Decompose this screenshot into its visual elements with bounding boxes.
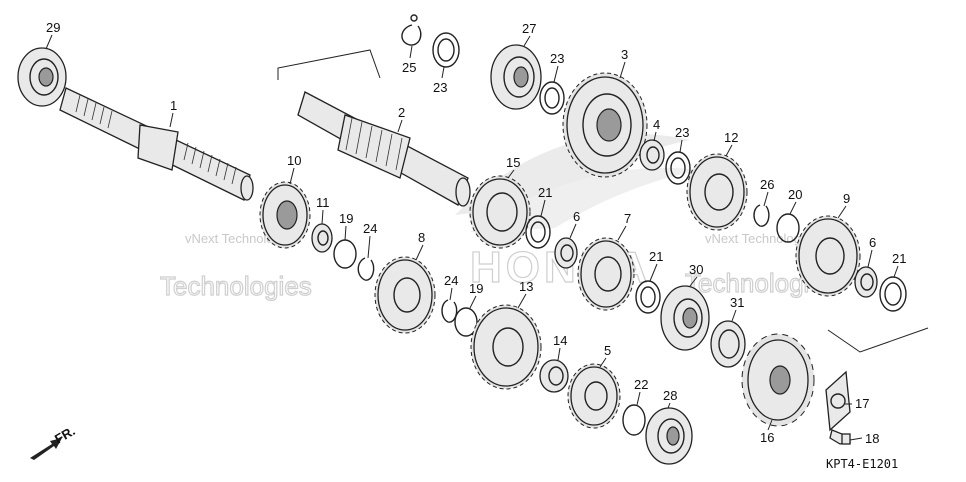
- washer-23-b-inner: [544, 87, 560, 109]
- label-17: 17: [855, 396, 869, 411]
- label-21-c: 21: [892, 251, 906, 266]
- label-10: 10: [287, 153, 301, 168]
- seal-31: [710, 320, 746, 368]
- label-31: 31: [730, 295, 744, 310]
- gear-10: [259, 181, 311, 249]
- circlip-24-mid: [441, 299, 458, 323]
- bushing-11: [311, 223, 333, 253]
- label-12: 12: [724, 130, 738, 145]
- washer-23-c: [665, 151, 691, 185]
- label-25: 25: [402, 60, 416, 75]
- washer-19-left: [333, 239, 357, 269]
- bracket-line-right: [827, 327, 929, 353]
- counter-shaft-2: [297, 91, 471, 207]
- washer-20: [776, 213, 800, 243]
- label-24-b: 24: [444, 273, 458, 288]
- label-21-b: 21: [649, 249, 663, 264]
- bearing-27: [490, 44, 542, 110]
- bearing-29: [17, 47, 67, 107]
- label-4: 4: [653, 117, 660, 132]
- sprocket-16: [741, 333, 815, 427]
- washer-23-b: [539, 81, 565, 115]
- washer-21-right-inner: [884, 282, 902, 306]
- leader-lines: [45, 34, 899, 441]
- label-16: 16: [760, 430, 774, 445]
- washer-22: [622, 404, 646, 436]
- label-27: 27: [522, 21, 536, 36]
- label-20: 20: [788, 187, 802, 202]
- gear-13: [470, 304, 542, 390]
- front-direction-arrow-icon: FR.: [30, 423, 78, 460]
- label-23-c: 23: [675, 125, 689, 140]
- washer-23-inner-top: [437, 38, 455, 62]
- gear-3: [562, 72, 648, 178]
- label-24-a: 24: [363, 221, 377, 236]
- bearing-28: [645, 407, 693, 465]
- label-5: 5: [604, 343, 611, 358]
- label-29: 29: [46, 20, 60, 35]
- label-11: 11: [316, 195, 330, 210]
- fixing-plate-17: [825, 370, 851, 432]
- circlip-24-left: [357, 257, 375, 281]
- part-labels: 29 1 25 23 27 23 3 2 4 23 12 10 15 21 26…: [46, 20, 906, 446]
- gear-15: [469, 175, 531, 249]
- label-1: 1: [170, 98, 177, 113]
- label-3: 3: [621, 47, 628, 62]
- label-14: 14: [553, 333, 567, 348]
- bearing-30: [660, 285, 710, 351]
- label-19-a: 19: [339, 211, 353, 226]
- main-shaft-1: [59, 87, 254, 201]
- label-23-a: 23: [433, 80, 447, 95]
- gear-12: [686, 153, 748, 231]
- washer-21-right: [879, 276, 907, 312]
- gear-9: [795, 215, 861, 297]
- label-21-a: 21: [538, 185, 552, 200]
- label-19-b: 19: [469, 281, 483, 296]
- circlip-26: [753, 204, 770, 227]
- label-28: 28: [663, 388, 677, 403]
- circlip-25: [401, 14, 422, 46]
- washer-21-mid: [525, 215, 551, 249]
- washer-19-mid: [454, 307, 478, 337]
- label-9: 9: [843, 191, 850, 206]
- washer-23-c-inner: [670, 157, 686, 179]
- label-8: 8: [418, 230, 425, 245]
- bolt-18: [829, 429, 852, 445]
- gear-5: [567, 363, 621, 429]
- bushing-4: [639, 139, 665, 171]
- bushing-6-right: [854, 266, 878, 298]
- label-2: 2: [398, 105, 405, 120]
- label-30: 30: [689, 262, 703, 277]
- diagram-code: KPT4-E1201: [826, 457, 898, 471]
- washer-23-top: [432, 32, 460, 68]
- label-6-a: 6: [573, 209, 580, 224]
- label-13: 13: [519, 279, 533, 294]
- label-26: 26: [760, 177, 774, 192]
- washer-21-lower: [635, 280, 661, 314]
- label-15: 15: [506, 155, 520, 170]
- label-18: 18: [865, 431, 879, 446]
- bushing-6-mid: [554, 237, 578, 269]
- label-7: 7: [624, 211, 631, 226]
- label-23-b: 23: [550, 51, 564, 66]
- label-22: 22: [634, 377, 648, 392]
- bracket-line-top: [277, 49, 381, 80]
- gear-7: [577, 237, 635, 311]
- watermark-text-left-2: Technologies: [160, 271, 312, 301]
- gear-8: [374, 256, 436, 334]
- washer-21-lower-inner: [640, 286, 656, 308]
- washer-21-mid-inner: [530, 221, 546, 243]
- label-6-b: 6: [869, 235, 876, 250]
- bushing-14: [539, 359, 569, 393]
